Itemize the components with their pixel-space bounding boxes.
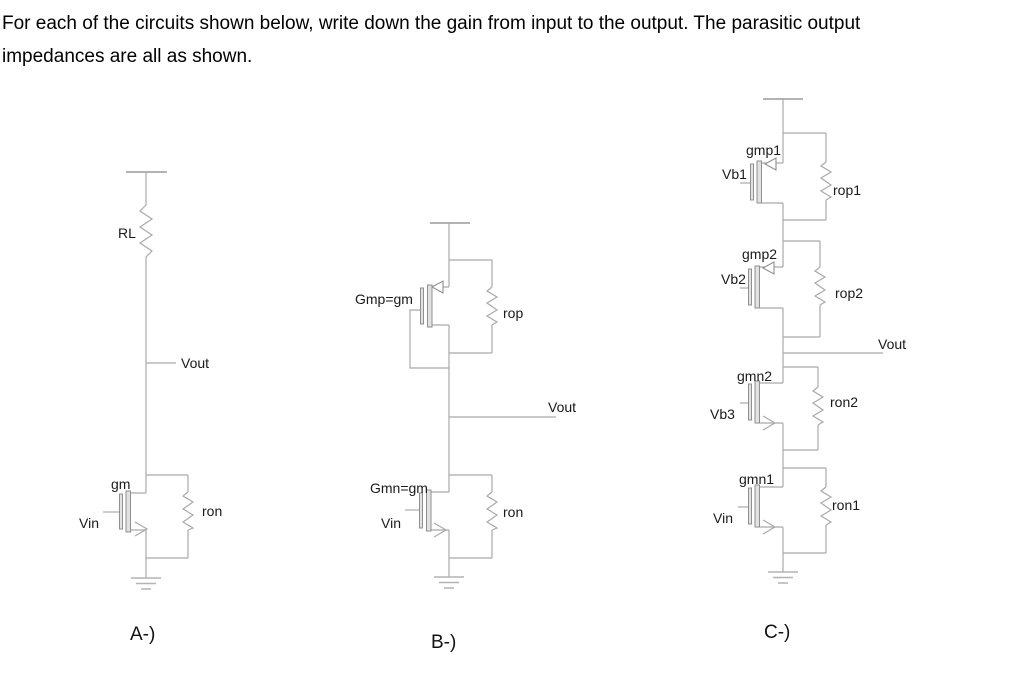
channel-bar [125, 490, 131, 533]
ron-branch-wires [146, 474, 189, 559]
resistor-ron1-zigzag [819, 486, 833, 526]
rl-label: RL [118, 225, 136, 241]
ground-symbol [434, 558, 464, 589]
rop-label: rop [503, 305, 523, 321]
rop1-branch-wires [783, 132, 827, 221]
resistor-ron-zigzag [485, 491, 499, 531]
vin-label: Vin [79, 515, 99, 531]
resistor-rop1-zigzag [819, 161, 833, 201]
ground-bars [768, 571, 798, 584]
channel-bar [754, 265, 760, 309]
resistor-rop2-zigzag [813, 266, 827, 306]
caption-c: C-) [764, 622, 790, 643]
pmos-gmp [409, 280, 450, 475]
caption-a: A-) [130, 624, 155, 645]
vout-label: Vout [548, 399, 576, 415]
pmos-arrow-icon [430, 280, 444, 294]
ground-symbol [131, 558, 161, 590]
gmp2-label: gmp2 [742, 246, 777, 262]
vb1-label: Vb1 [722, 166, 747, 182]
vb2-label: Vb2 [721, 271, 746, 287]
gate-bar [750, 163, 754, 201]
ground-symbol [768, 553, 798, 584]
problem-line-1: For each of the circuits shown below, wr… [2, 13, 861, 34]
pmos-gmp2 [740, 261, 784, 353]
rop2-branch-wires [783, 240, 821, 338]
rop-branch-wires [449, 259, 493, 354]
channel-bar [427, 284, 433, 328]
pmos-arrow-icon [761, 261, 775, 275]
nmos-arrow-icon [433, 522, 448, 538]
vin-label: Vin [381, 515, 401, 531]
channel-bar [754, 380, 760, 424]
gmn-label: Gmn=gm [370, 480, 428, 496]
gate-bar [420, 287, 424, 325]
circuit-c: rop1 gmp1 Vb1 rop2 gmp2 Vb2 Vout ron2 [710, 98, 906, 643]
pmos-gmp1 [740, 157, 784, 267]
ground-bars [434, 576, 464, 589]
rop1-label: rop1 [833, 182, 861, 198]
nmos-leads [760, 382, 784, 468]
nmos-arrow-icon [762, 415, 777, 431]
resistor-ron-zigzag [181, 491, 195, 531]
gate-bar [419, 492, 423, 529]
gate-bar [119, 493, 123, 530]
nmos-leads [760, 468, 784, 553]
nmos-leads [130, 492, 147, 558]
gmp-label: Gmp=gm [355, 291, 413, 307]
nmos-gmn1 [738, 468, 784, 553]
channel-bar [756, 160, 762, 204]
nmos-gmn2 [740, 380, 784, 468]
pmos-leads [432, 286, 450, 475]
ron1-branch-wires [783, 467, 827, 554]
nmos-gmn [405, 475, 450, 558]
resistor-rop-zigzag [485, 286, 499, 326]
vin-label: Vin [713, 510, 733, 526]
nmos-leads [431, 475, 450, 558]
channel-bar [426, 489, 432, 532]
ron-label: ron [503, 504, 523, 520]
vout-label: Vout [181, 355, 209, 371]
gmn2-label: gmn2 [737, 368, 772, 384]
nmos-arrow-icon [762, 519, 777, 535]
gate-bar [748, 383, 752, 421]
resistor-rl-zigzag [138, 204, 154, 258]
vout-label: Vout [878, 336, 906, 352]
channel-bar [754, 484, 760, 528]
problem-statement: For each of the circuits shown below, wr… [2, 7, 1018, 73]
problem-line-2: impedances are all as shown. [2, 46, 253, 67]
caption-b: B-) [431, 632, 456, 653]
ron2-branch-wires [782, 353, 819, 451]
ron-branch-wires [449, 474, 493, 559]
diode-connection-wire [409, 309, 449, 369]
circuit-a: RL Vout ron gm Vin A-) [79, 171, 222, 645]
rop2-label: rop2 [835, 285, 863, 301]
gate-bar [748, 268, 752, 306]
nmos-gm [103, 490, 149, 558]
pmos-leads [760, 266, 784, 353]
nmos-arrow-icon [134, 521, 149, 537]
gmp1-label: gmp1 [746, 142, 781, 158]
resistor-ron2-zigzag [811, 386, 825, 426]
circuit-b: rop Gmp=gm Vout ron Gmn=gm Vin B-) [355, 222, 576, 653]
gmn1-label: gmn1 [739, 471, 774, 487]
ron2-label: ron2 [830, 394, 858, 410]
ground-bars [131, 577, 161, 590]
vb3-label: Vb3 [710, 406, 735, 422]
ron-label: ron [202, 503, 222, 519]
ron1-label: ron1 [832, 497, 860, 513]
gate-bar [748, 487, 752, 525]
gm-label: gm [111, 476, 130, 492]
pmos-arrow-icon [763, 157, 777, 171]
